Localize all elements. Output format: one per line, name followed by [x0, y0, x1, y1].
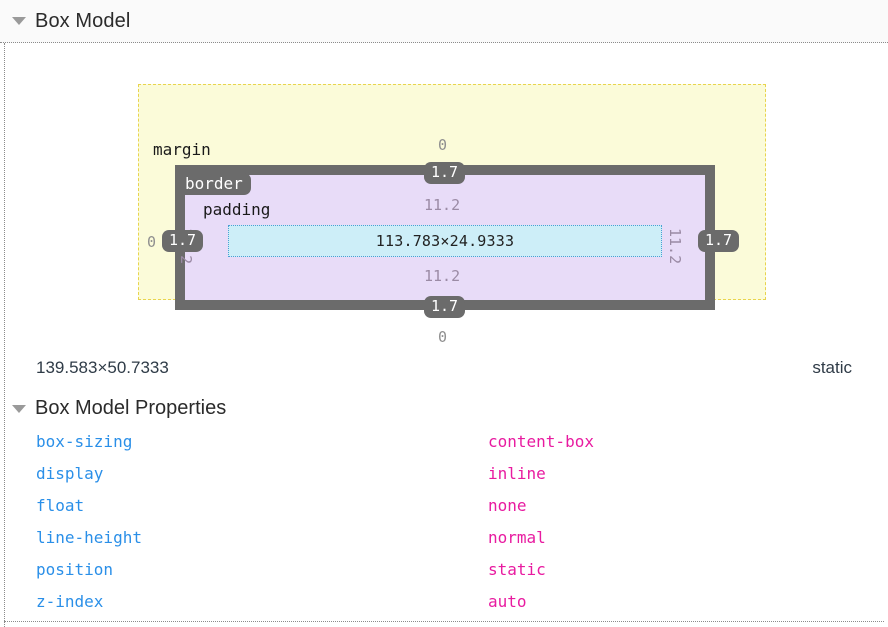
padding-right-value[interactable]: 11.2 [666, 228, 684, 265]
property-name[interactable]: display [36, 464, 104, 483]
property-value[interactable]: none [488, 496, 527, 515]
table-row[interactable]: box-sizing content-box [0, 432, 888, 464]
border-bottom-value[interactable]: 1.7 [424, 296, 466, 318]
triangle-down-icon[interactable] [12, 404, 26, 413]
property-value[interactable]: static [488, 560, 546, 579]
box-model-diagram: 113.783×24.9333 margin border padding 0 … [0, 43, 888, 346]
box-model-properties-list: box-sizing content-box display inline fl… [0, 432, 888, 624]
property-name[interactable]: float [36, 496, 85, 515]
position-label: static [812, 358, 852, 377]
property-value[interactable]: auto [488, 592, 527, 611]
page-title: Box Model [35, 9, 131, 32]
padding-label: padding [203, 200, 271, 219]
property-name[interactable]: position [36, 560, 114, 579]
border-left-value[interactable]: 1.7 [162, 230, 204, 252]
properties-section-title: Box Model Properties [35, 397, 227, 419]
box-model-panel-header[interactable]: Box Model [0, 0, 888, 43]
table-row[interactable]: float none [0, 496, 888, 528]
content-size-label: 113.783×24.9333 [375, 232, 515, 250]
table-row[interactable]: position static [0, 560, 888, 592]
margin-left-value[interactable]: 0 [147, 233, 157, 251]
property-value[interactable]: inline [488, 464, 546, 483]
table-row[interactable]: z-index auto [0, 592, 888, 624]
border-top-value[interactable]: 1.7 [424, 162, 466, 184]
property-name[interactable]: z-index [36, 592, 104, 611]
total-size-label: 139.583×50.7333 [36, 358, 169, 377]
table-row[interactable]: line-height normal [0, 528, 888, 560]
property-name[interactable]: line-height [36, 528, 142, 547]
border-label: border [179, 173, 251, 195]
content-region[interactable]: 113.783×24.9333 [228, 225, 662, 257]
box-model-summary: 139.583×50.7333 static [0, 358, 888, 388]
property-value[interactable]: normal [488, 528, 546, 547]
padding-top-value[interactable]: 11.2 [424, 196, 461, 214]
panel-bottom-rail [4, 621, 884, 622]
margin-top-value[interactable]: 0 [438, 136, 448, 154]
padding-bottom-value[interactable]: 11.2 [424, 267, 461, 285]
table-row[interactable]: display inline [0, 464, 888, 496]
property-name[interactable]: box-sizing [36, 432, 133, 451]
border-right-value[interactable]: 1.7 [698, 230, 740, 252]
margin-bottom-value[interactable]: 0 [438, 328, 448, 346]
property-value[interactable]: content-box [488, 432, 594, 451]
panel-left-rail [4, 43, 5, 627]
triangle-down-icon[interactable] [12, 17, 26, 25]
margin-label: margin [153, 140, 211, 159]
box-model-properties-header[interactable]: Box Model Properties [12, 397, 226, 420]
